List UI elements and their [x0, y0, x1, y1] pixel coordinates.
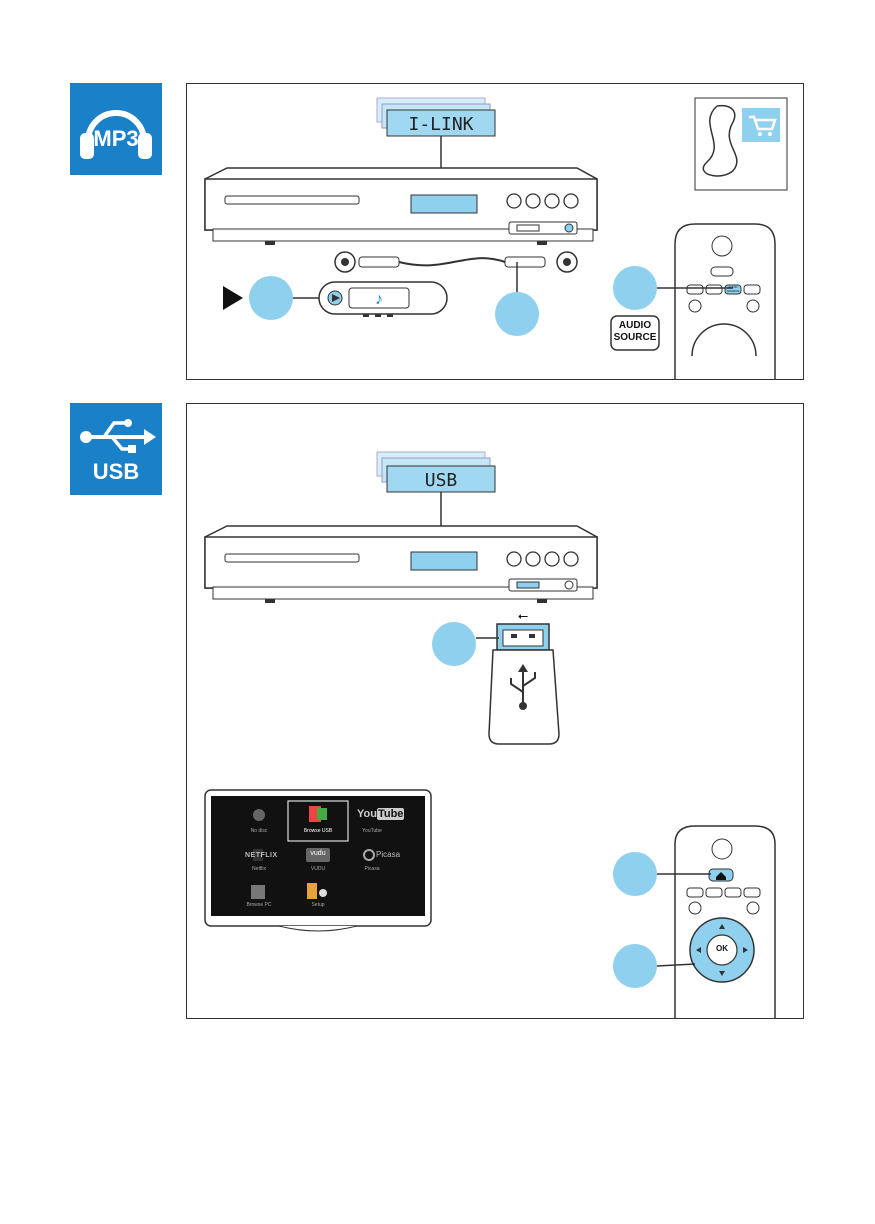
play-arrow-icon: [223, 286, 243, 310]
tv-menu-item-browse-usb: Browse USB: [288, 828, 348, 834]
step-circle: [495, 292, 539, 336]
disc-icon: [253, 809, 265, 821]
player-display-window: [411, 552, 477, 570]
usb-port: [517, 582, 539, 588]
picasa-logo-text: Picasa: [376, 850, 400, 859]
tv-menu-item-picasa: Picasa: [342, 866, 402, 872]
mp3-badge: MP3: [70, 83, 162, 175]
dvd-player: [205, 168, 597, 245]
usb-lcd-text: USB: [387, 470, 495, 491]
mp3-badge-label: MP3: [70, 126, 162, 152]
step-circle: [613, 852, 657, 896]
usb-diagram: ⭠: [187, 404, 803, 1018]
usb-symbol-icon: ⭠: [518, 608, 528, 623]
mp3-lcd-text: I-LINK: [387, 114, 495, 135]
setup-icon: [307, 883, 317, 899]
usb-badge-label: USB: [70, 459, 162, 485]
remote-control: [675, 826, 775, 1018]
tv-menu-item-no-disc: No disc: [229, 828, 289, 834]
audio-source-label: AUDIO SOURCE: [613, 320, 657, 344]
vudu-logo-text: vudu: [306, 850, 330, 857]
cable-accessory: [695, 98, 787, 190]
youtube-logo: YouTube: [357, 808, 404, 820]
step-circle: [249, 276, 293, 320]
mp3-diagram: ♪: [187, 84, 803, 379]
tv-menu-item-vudu: VUDU: [288, 866, 348, 872]
mp3-panel: ♪: [186, 83, 804, 380]
netflix-logo: NETFLIX: [245, 852, 278, 859]
remote-control: [675, 224, 775, 379]
youtube-logo-you: You: [357, 808, 377, 820]
step-circle: [432, 622, 476, 666]
tv-menu-item-netflix: Netflix: [229, 866, 289, 872]
tv-menu-item-setup: Setup: [288, 902, 348, 908]
youtube-logo-tube: Tube: [377, 808, 404, 820]
usb-badge: USB: [70, 403, 162, 495]
ok-label: OK: [707, 944, 737, 953]
step-circle: [613, 944, 657, 988]
music-note-icon: ♪: [375, 291, 383, 308]
audio-source-key-label: AUDIO SOURCE: [725, 285, 741, 294]
usb-panel: ⭠: [186, 403, 804, 1019]
browse-pc-icon: [251, 885, 265, 899]
tv-menu-item-browse-pc: Browse PC: [229, 902, 289, 908]
dvd-player: [205, 526, 597, 603]
mp3-player: ♪: [319, 282, 447, 317]
step-circle: [613, 266, 657, 310]
tv-menu-item-youtube: YouTube: [342, 828, 402, 834]
player-display-window: [411, 195, 477, 213]
usb-flash-drive: ⭠: [489, 608, 559, 744]
